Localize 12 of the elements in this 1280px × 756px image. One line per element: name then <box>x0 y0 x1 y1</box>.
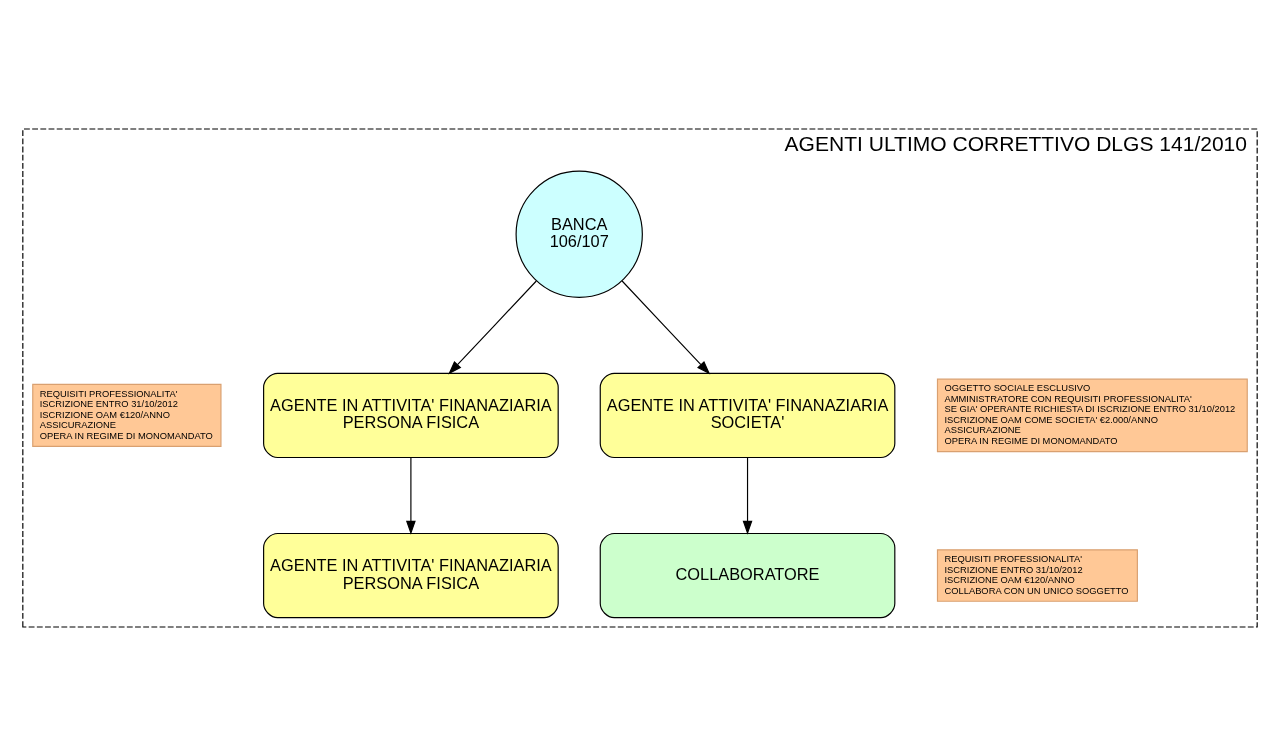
node-box: REQUISITI PROFESSIONALITA' ISCRIZIONE ENTRO 31/10/2012 ISCRIZIONE OAM €120/ANNO ASSICURAZIONE OPERA IN REGIME DI MONOMANDATO <box>32 383 222 447</box>
node-box: AGENTE IN ATTIVITA' FINANAZIARIA PERSONA FISICA <box>263 532 559 619</box>
arrow <box>742 457 753 535</box>
arrow <box>448 280 537 375</box>
node-box: REQUISITI PROFESSIONALITA' ISCRIZIONE ENTRO 31/10/2012 ISCRIZIONE OAM €120/ANNO COLLABORA CON UN UNICO SOGGETTO <box>936 549 1138 602</box>
node-circle: BANCA 106/107 <box>515 170 643 298</box>
node-box: AGENTE IN ATTIVITA' FINANAZIARIA PERSONA FISICA <box>263 372 559 459</box>
arrow <box>621 280 711 375</box>
arrow <box>406 457 416 535</box>
node-box: OGGETTO SOCIALE ESCLUSIVO AMMINISTRATORE CON REQUISITI PROFESSIONALITA' SE GIA' OPERANTE RICHIESTA DI ISCRIZIONE ENTRO 31/10/2012 ISCRIZIONE OAM COME SOCIETA' €2.000/ANNO ASSICURAZIONE OPERA IN REGIME DI MONOMANDATO <box>936 378 1248 453</box>
node-box: AGENTE IN ATTIVITA' FINANAZIARIA SOCIETA' <box>599 372 896 459</box>
node-box: COLLABORATORE <box>599 532 896 619</box>
